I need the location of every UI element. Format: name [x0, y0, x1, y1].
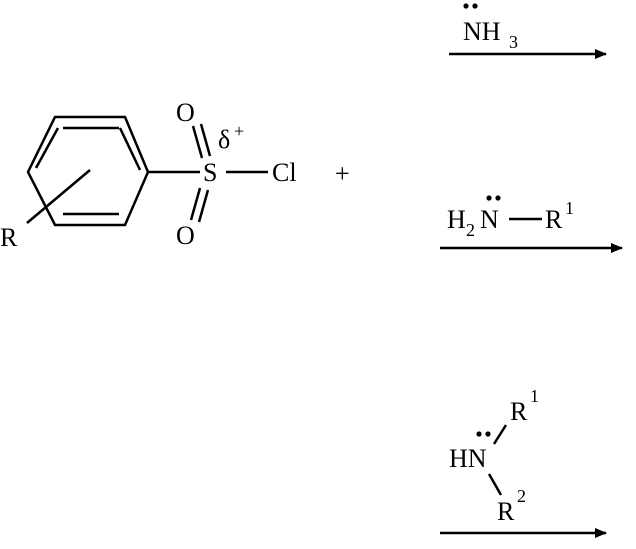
- reagent-secondary-amine: HN R 1 R 2: [449, 386, 539, 526]
- r1-label: R: [510, 397, 528, 426]
- substituent-bond: [26, 169, 91, 224]
- nitrogen-r2-bond: [487, 473, 503, 496]
- ammonia-subscript: 3: [509, 32, 518, 52]
- partial-charge-sign: +: [234, 121, 244, 141]
- r1-label: R: [545, 205, 563, 234]
- lone-pair-dot: [463, 3, 469, 9]
- amine-hydrogen-label: H: [447, 205, 466, 234]
- r1-superscript: 1: [530, 386, 539, 406]
- reagent-primary-amine: H 2 N R 1: [447, 195, 574, 240]
- secondary-amine-label: HN: [449, 444, 487, 473]
- sulfur-label: S: [203, 158, 217, 187]
- lone-pair-dot: [495, 195, 501, 201]
- reagent-ammonia: NH 3: [463, 3, 518, 52]
- oxygen-top-label: O: [176, 98, 195, 127]
- r1-superscript: 1: [565, 198, 574, 218]
- nitrogen-r1-bond: [492, 424, 508, 445]
- lone-pair-dot: [472, 3, 478, 9]
- chlorine-label: Cl: [272, 158, 297, 187]
- ammonia-label: NH: [463, 17, 501, 46]
- sulfonyl-double-bond-bottom: [189, 187, 210, 223]
- lone-pair-dot: [485, 431, 491, 437]
- benzene-ring: [26, 115, 150, 227]
- oxygen-bottom-label: O: [176, 221, 195, 250]
- substituent-label: R: [0, 223, 18, 252]
- plus-sign: +: [335, 159, 350, 188]
- partial-charge-label: δ: [218, 125, 230, 154]
- r2-superscript: 2: [517, 486, 526, 506]
- amine-hydrogen-subscript: 2: [466, 220, 475, 240]
- lone-pair-dot: [486, 195, 492, 201]
- sulfonyl-double-bond-top: [191, 123, 212, 159]
- amine-nitrogen-label: N: [480, 205, 499, 234]
- r2-label: R: [497, 497, 515, 526]
- lone-pair-dot: [476, 431, 482, 437]
